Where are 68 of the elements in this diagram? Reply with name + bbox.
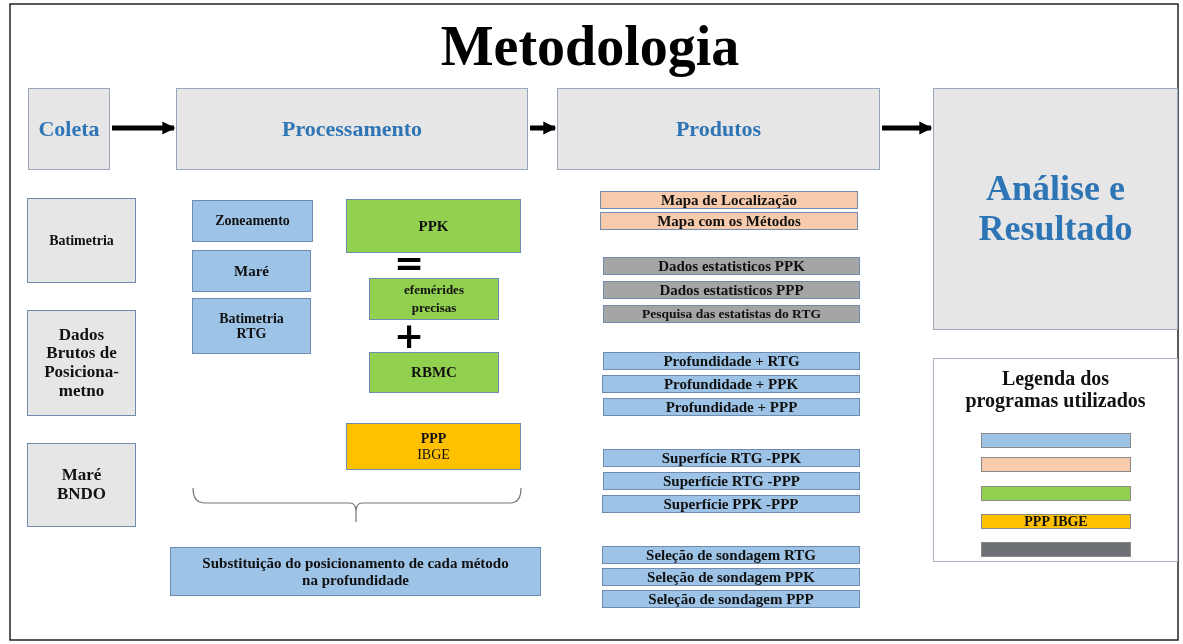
product-bar — [603, 281, 860, 299]
node-label: Batimetria RTG — [218, 310, 285, 342]
stage-label: Análise e Resultado — [977, 169, 1134, 249]
product-bar — [602, 590, 860, 608]
node-label: RBMC — [411, 364, 457, 381]
diagram-title: Metodologia — [439, 14, 741, 79]
node-label: Seleção de sondagem PPP — [648, 591, 814, 607]
legend-title: Legenda dos programas utilizados — [964, 367, 1147, 411]
stage-label: Produtos — [675, 116, 762, 142]
product-bar — [602, 546, 860, 564]
operator-sign: + — [392, 318, 426, 354]
operator-sign: = — [392, 245, 426, 281]
node-label: Dados estatisticos PPP — [659, 282, 804, 298]
stage-box — [28, 88, 110, 170]
product-bar — [600, 191, 858, 209]
node-label: Pesquisa das estatistas do RTG — [642, 307, 821, 321]
product-bar — [603, 257, 860, 275]
product-bar — [600, 212, 858, 230]
node-label: IBGE — [417, 446, 450, 462]
process-box — [192, 250, 311, 292]
product-bar — [603, 398, 860, 416]
node-label: Seleção de sondagem RTG — [646, 547, 816, 563]
node-label: Profundidade + PPK — [663, 376, 799, 392]
input-box — [27, 310, 136, 416]
input-box — [27, 198, 136, 283]
process-box — [346, 199, 521, 253]
process-box — [369, 278, 499, 320]
process-box — [192, 298, 311, 354]
product-bar — [603, 449, 860, 467]
node-label: efemérides precisas — [403, 280, 465, 317]
legend-panel — [933, 358, 1178, 562]
arrow — [530, 121, 557, 135]
node-label: Superfície RTG -PPP — [663, 473, 800, 489]
product-bar — [602, 375, 860, 393]
process-box — [369, 352, 499, 393]
input-box — [27, 443, 136, 527]
product-bar — [602, 495, 860, 513]
stage-box — [557, 88, 880, 170]
process-box — [192, 200, 313, 242]
node-label: Seleção de sondagem PPK — [647, 569, 815, 585]
product-bar — [602, 568, 860, 586]
node-label: Maré — [234, 262, 269, 280]
stage-box — [933, 88, 1178, 330]
node-label: PPK — [418, 217, 449, 235]
product-bar — [603, 305, 860, 323]
node-label: Batimetria — [49, 232, 114, 249]
node-label: Substituição do posicionamento de cada método na profundidade — [201, 555, 510, 588]
arrow — [112, 121, 176, 135]
product-bar — [603, 472, 860, 490]
arrow — [882, 121, 933, 135]
node-label: Mapa com os Métodos — [657, 213, 801, 229]
node-label: Superfície PPK -PPP — [663, 496, 799, 512]
node-label: Superfície RTG -PPK — [661, 450, 802, 466]
node-label: Profundidade + PPP — [665, 399, 798, 415]
node-label: Zoneamento — [215, 213, 290, 229]
node-label: Dados Brutos de Posiciona- metno — [44, 325, 119, 401]
node-label: Maré BNDO — [55, 466, 108, 504]
product-bar — [603, 352, 860, 370]
node-label: PPP — [420, 431, 447, 447]
node-label: Dados estatisticos PPK — [658, 258, 805, 274]
node-label: Profundidade + RTG — [663, 353, 800, 369]
stage-box — [176, 88, 528, 170]
legend-swatch: PPP IBGE — [981, 514, 1131, 529]
stage-label: Processamento — [281, 116, 423, 142]
process-box — [170, 547, 541, 596]
node-label: Mapa de Localização — [661, 192, 797, 208]
process-box — [346, 423, 521, 470]
stage-label: Coleta — [38, 116, 100, 142]
